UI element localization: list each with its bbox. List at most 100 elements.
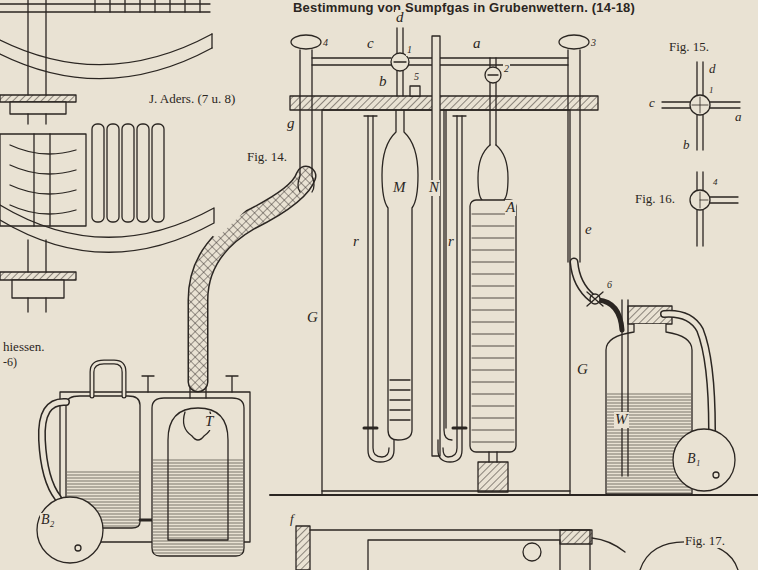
water-bottle bbox=[606, 300, 735, 494]
aders-upper-apparatus-part bbox=[211, 34, 212, 48]
aders-lower-apparatus-part bbox=[10, 145, 76, 214]
callout-number: 4 bbox=[712, 178, 719, 187]
aders-upper-apparatus-part bbox=[0, 95, 76, 102]
gas-burette-apparatus-part bbox=[478, 462, 508, 492]
gas-burette-apparatus-part bbox=[290, 96, 598, 110]
aders-upper-apparatus-part bbox=[0, 4, 210, 12]
aspirator-apparatus-part bbox=[168, 408, 228, 540]
stopcock-detail bbox=[662, 62, 740, 246]
gas-burette-apparatus-part bbox=[472, 214, 514, 442]
part-letter: f bbox=[289, 512, 295, 526]
fragment-text: -6) bbox=[2, 356, 18, 369]
part-letter: B₂ bbox=[40, 513, 55, 528]
gas-burette-apparatus-part bbox=[397, 28, 403, 96]
water-bottle-part bbox=[673, 429, 735, 491]
aders-lower-apparatus-part bbox=[28, 240, 46, 272]
callout-number: 4 bbox=[322, 38, 329, 49]
gas-burette-apparatus-part bbox=[368, 116, 394, 462]
part-letter: N bbox=[428, 180, 440, 196]
aders-lower-apparatus-part bbox=[107, 124, 119, 222]
aders-lower-apparatus-part bbox=[152, 124, 164, 222]
gas-burette-apparatus-part bbox=[322, 490, 570, 491]
figure-caption: Fig. 14. bbox=[246, 150, 288, 164]
figure-caption: Fig. 17. bbox=[684, 534, 726, 548]
part-letter: T bbox=[204, 414, 214, 430]
gas-burette-apparatus-part bbox=[432, 36, 440, 456]
part-letter: B₁ bbox=[686, 452, 701, 467]
gas-burette-apparatus-part bbox=[364, 115, 466, 116]
stopcock-detail-part bbox=[690, 95, 710, 115]
gas-burette-apparatus-part bbox=[438, 116, 462, 462]
gas-burette-apparatus-part bbox=[489, 452, 497, 462]
water-bottle-part bbox=[622, 300, 628, 476]
gas-burette-apparatus-part bbox=[488, 74, 498, 75]
gas-burette-apparatus-part bbox=[373, 116, 389, 457]
gas-burette-apparatus-part bbox=[568, 50, 580, 262]
gas-burette-apparatus-part bbox=[322, 110, 570, 495]
stopcock-detail-part bbox=[692, 97, 708, 113]
aders-upper-apparatus-part bbox=[95, 0, 200, 12]
aders-upper-apparatus-part bbox=[28, 0, 46, 95]
part-letter: g bbox=[286, 116, 296, 132]
rubber-hose-part bbox=[198, 176, 306, 382]
part-letter: b bbox=[682, 138, 691, 152]
callout-number: 3 bbox=[590, 38, 597, 49]
gas-burette-apparatus-part bbox=[394, 61, 406, 62]
callout-number: 1 bbox=[406, 45, 413, 56]
part-letter: A bbox=[505, 200, 516, 216]
fig17-fragment bbox=[296, 526, 738, 570]
fig17-fragment-part bbox=[560, 530, 592, 544]
figure-caption: Fig. 15. bbox=[668, 40, 710, 54]
callout-number: 5 bbox=[413, 72, 420, 83]
fig17-fragment-part bbox=[296, 526, 310, 570]
plate-title: Bestimmung von Sumpfgas in Grubenwettern… bbox=[292, 1, 636, 15]
part-letter: G bbox=[576, 362, 589, 378]
gas-burette-apparatus bbox=[270, 28, 758, 495]
part-letter: a bbox=[472, 36, 482, 52]
aspirator-apparatus-part bbox=[92, 362, 124, 396]
rubber-hose-part bbox=[587, 292, 603, 306]
water-bottle-part bbox=[664, 314, 712, 430]
rubber-hose bbox=[198, 176, 622, 382]
aspirator-apparatus-part bbox=[75, 545, 81, 551]
aspirator-apparatus-part bbox=[42, 402, 66, 498]
gas-burette-apparatus-part bbox=[410, 86, 420, 96]
gas-burette-apparatus-part bbox=[382, 110, 418, 440]
part-letter: r bbox=[447, 234, 455, 250]
fig17-fragment-part bbox=[523, 543, 541, 561]
part-letter: a bbox=[734, 110, 743, 124]
gas-burette-apparatus-part bbox=[291, 35, 321, 49]
aders-lower-apparatus-part bbox=[0, 272, 76, 280]
part-letter: c bbox=[366, 36, 375, 52]
part-letter: d bbox=[395, 10, 405, 26]
part-letter: e bbox=[584, 222, 593, 238]
part-letter: W bbox=[614, 412, 629, 428]
aders-lower-apparatus-part bbox=[12, 280, 64, 298]
aspirator-apparatus bbox=[37, 362, 250, 563]
aspirator-apparatus-part bbox=[37, 497, 103, 563]
callout-number: 1 bbox=[708, 86, 715, 95]
aders-lower-apparatus bbox=[0, 124, 214, 312]
gas-burette-apparatus-part bbox=[391, 53, 409, 71]
aspirator-apparatus-part bbox=[42, 402, 66, 498]
part-letter: M bbox=[392, 180, 407, 196]
stopcock-detail-part bbox=[709, 197, 738, 203]
fig17-fragment-part bbox=[310, 530, 590, 570]
gas-burette-apparatus-part bbox=[390, 380, 410, 420]
part-letter: r bbox=[352, 234, 360, 250]
aders-lower-apparatus-part bbox=[0, 205, 214, 252]
aders-lower-apparatus-part bbox=[34, 134, 50, 226]
rubber-hose-part bbox=[574, 262, 592, 298]
aspirator-apparatus-part bbox=[152, 398, 244, 556]
part-letter: G bbox=[306, 310, 319, 326]
aders-lower-apparatus-part bbox=[137, 124, 149, 222]
callout-number: 6 bbox=[606, 280, 613, 291]
gas-burette-apparatus-part bbox=[478, 145, 508, 200]
part-letter: c bbox=[648, 96, 656, 110]
stopcock-detail-part bbox=[690, 190, 710, 210]
gas-burette-apparatus-part bbox=[444, 110, 452, 440]
rubber-hose-part bbox=[198, 176, 306, 382]
rubber-hose-part bbox=[216, 207, 242, 232]
